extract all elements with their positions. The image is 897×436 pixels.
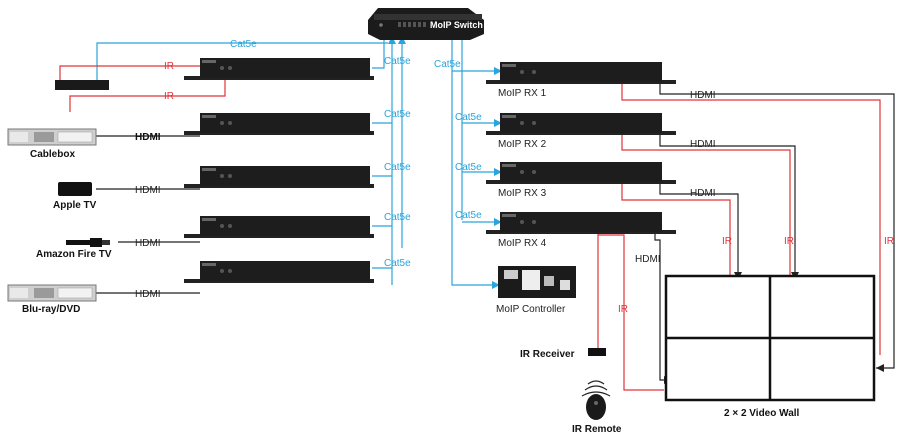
hdmi-label: HDMI [690, 139, 716, 150]
ir-emitter-bar [55, 80, 109, 90]
cat5e-wires [96, 40, 500, 286]
tx-unit [184, 113, 374, 135]
hdmi-label: HDMI [135, 289, 161, 300]
hdmi-label: HDMI [690, 188, 716, 199]
rx-boxes [486, 62, 676, 234]
rx-label: MoIP RX 2 [498, 139, 547, 150]
video-wall [664, 274, 876, 402]
cat5e-label: Cat5e [434, 59, 461, 70]
hdmi-label: HDMI [135, 185, 161, 196]
ir-label: IR [784, 236, 794, 247]
bluray-label: Blu-ray/DVD [22, 304, 80, 315]
video-wall-label: 2 × 2 Video Wall [724, 408, 800, 419]
hdmi-label: HDMI [135, 132, 161, 143]
tx-unit [184, 58, 374, 80]
apple-tv-label: Apple TV [53, 200, 97, 211]
ir-receiver-device [588, 348, 606, 356]
cablebox-device [7, 128, 97, 146]
cablebox-label: Cablebox [30, 149, 75, 160]
rx-label: MoIP RX 3 [498, 188, 547, 199]
apple-tv-device [58, 182, 92, 196]
cat5e-label: Cat5e [384, 212, 411, 223]
cat5e-label: Cat5e [384, 56, 411, 67]
hdmi-label: HDMI [635, 254, 661, 265]
ir-remote-label: IR Remote [572, 424, 622, 435]
fire-tv-label: Amazon Fire TV [36, 249, 112, 260]
cat5e-label: Cat5e [455, 112, 482, 123]
cat5e-label: Cat5e [384, 109, 411, 120]
cat5e-label: Cat5e [455, 162, 482, 173]
rx-unit [486, 113, 676, 135]
rx-unit [486, 212, 676, 234]
rx-unit [486, 62, 676, 84]
ir-label: IR [618, 304, 628, 315]
cat5e-label: Cat5e [384, 258, 411, 269]
hdmi-label: HDMI [690, 90, 716, 101]
tx-unit [184, 216, 374, 238]
bluray-device [7, 284, 97, 302]
ir-label: IR [164, 91, 174, 102]
moip-switch: MoIP Switch [368, 8, 484, 40]
fire-tv-device [66, 238, 110, 247]
ir-receiver-label: IR Receiver [520, 349, 575, 360]
ir-label: IR [164, 61, 174, 72]
moip-controller-device [498, 266, 576, 298]
tx-unit [184, 166, 374, 188]
rx-label: MoIP RX 1 [498, 88, 547, 99]
hdmi-wires [96, 82, 895, 381]
hdmi-label: HDMI [135, 238, 161, 249]
switch-label: MoIP Switch [430, 20, 483, 30]
cat5e-label: Cat5e [230, 39, 257, 50]
tx-boxes [184, 58, 374, 283]
rx-unit [486, 162, 676, 184]
cat5e-label: Cat5e [384, 162, 411, 173]
ir-remote-device [581, 380, 611, 420]
rx-label: MoIP RX 4 [498, 238, 547, 249]
ir-wires [59, 65, 881, 391]
ir-label: IR [884, 236, 894, 247]
ir-label: IR [722, 236, 732, 247]
cat5e-arrowheads [388, 36, 502, 289]
tx-unit [184, 261, 374, 283]
cat5e-label: Cat5e [455, 210, 482, 221]
controller-label: MoIP Controller [496, 304, 566, 315]
